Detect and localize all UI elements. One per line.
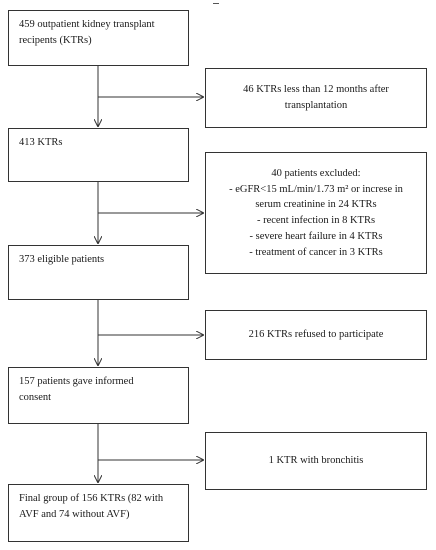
box-line: 373 eligible patients [19,254,105,265]
box-informed-consent: 157 patients gave informed consent [8,367,189,424]
box-refused-to-participate: 216 KTRs refused to participate [205,310,427,360]
box-line: 216 KTRs refused to participate [248,329,384,341]
box-excluded-criteria: 40 patients excluded: - eGFR<15 mL/min/1… [205,152,427,274]
box-line: 157 patients gave informed [19,376,134,387]
box-413-ktrs: 413 KTRs [8,128,189,182]
box-line: serum creatinine in 24 KTRs [255,199,377,211]
box-line: 459 outpatient kidney transplant [19,19,155,30]
box-line: - recent infection in 8 KTRs [256,215,376,226]
box-line: consent [19,391,52,403]
box-line: Final group of 156 KTRs (82 with [19,493,164,504]
box-line: recipents (KTRs) [19,34,92,46]
box-line: transplantation [284,100,348,111]
box-line: - severe heart failure in 4 KTRs [249,230,383,242]
box-excluded-bronchitis: 1 KTR with bronchitis [205,432,427,490]
box-line: 46 KTRs less than 12 months after [243,84,389,96]
box-line: 413 KTRs [19,137,63,148]
box-excluded-under-12-months: 46 KTRs less than 12 months after transp… [205,68,427,128]
box-final-group: Final group of 156 KTRs (82 with AVF and… [8,484,189,542]
top-dash-mark [213,3,219,4]
box-initial-recipients: 459 outpatient kidney transplant recipen… [8,10,189,66]
box-line: 40 patients excluded: [271,167,361,179]
box-eligible-patients: 373 eligible patients [8,245,189,300]
box-line: - treatment of cancer in 3 KTRs [249,246,383,258]
box-line: AVF and 74 without AVF) [19,508,130,520]
box-line: - eGFR<15 mL/min/1.73 m² or increse in [229,183,403,195]
box-line: 1 KTR with bronchitis [268,455,364,467]
